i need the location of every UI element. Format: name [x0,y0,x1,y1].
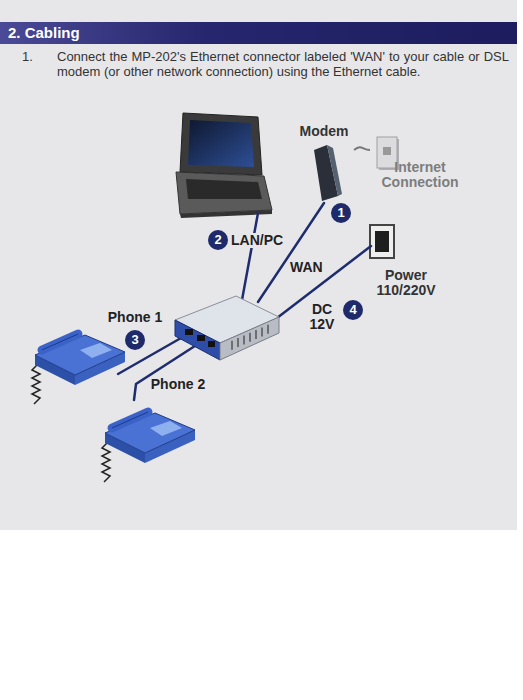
device-label-box: Phone 1 [102,310,168,328]
device-label: Internet Connection [370,160,470,190]
power-outlet [370,225,394,258]
device-label: Power 110/220V [370,268,442,298]
label-text: Connect the MP-202's Ethernet connector … [57,50,509,79]
device-label-box: Power 110/220V [368,222,444,298]
callout-number: 2 [208,230,228,250]
section-band: 2. Cabling [0,22,517,44]
callout-number: 4 [343,300,363,320]
device-label-box: Phone 2 [143,377,213,395]
callout-number: 1 [331,203,351,223]
cable-connector [354,147,370,150]
label-text: WAN [288,260,325,275]
photo-ground [0,0,517,530]
device-label: Phone 1 [102,310,168,325]
device-label: Phone 2 [143,377,213,392]
mp-202-adapter [175,296,279,360]
cables [118,203,371,400]
label-text: DC 12V [302,302,342,332]
label-text: LAN/PC [229,233,285,248]
device-label: Modem [294,124,354,139]
device-label-box: Modem [294,124,354,206]
device-label-box: Internet Connection [370,134,470,190]
label-text: 1. [22,50,33,65]
section-title: 2. Cabling [8,24,80,42]
laptop [176,113,272,218]
phone [102,412,195,482]
phone [32,334,125,404]
modem [314,145,342,201]
callout-number: 3 [125,330,145,350]
